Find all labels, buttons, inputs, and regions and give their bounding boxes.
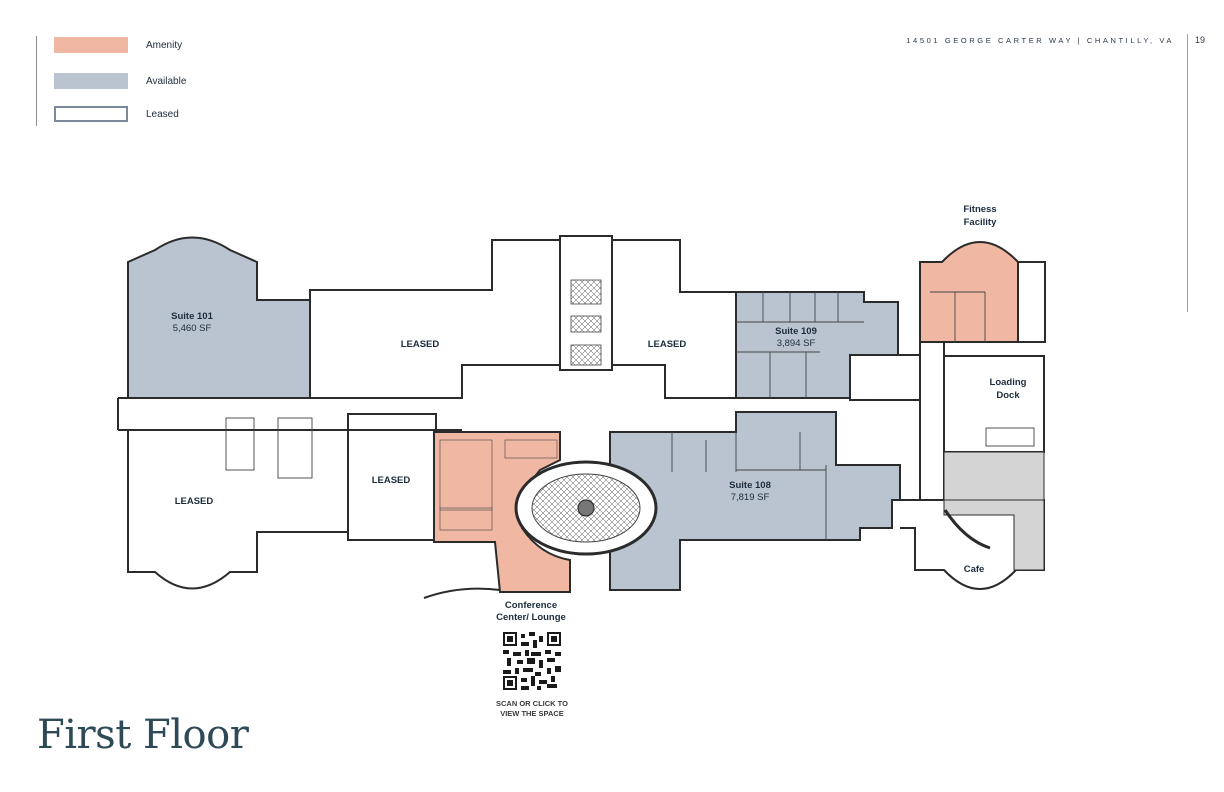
- fitness-label-line1: Fitness: [963, 204, 996, 215]
- suite-101-name: Suite 101: [171, 311, 213, 322]
- legend-leased-label: Leased: [146, 108, 179, 120]
- leased-north-right-label: LEASED: [648, 339, 687, 350]
- page-number: 19: [1195, 35, 1206, 45]
- legend-available: Available: [54, 72, 186, 90]
- east-service-core: [849, 354, 921, 401]
- suite-108-area-sf: 7,819 SF: [731, 492, 770, 503]
- conference-label-line2: Center/ Lounge: [496, 612, 566, 623]
- east-leased-wing: [1018, 261, 1046, 343]
- leased-swatch: [54, 106, 128, 122]
- page-accent-rule: [1187, 34, 1188, 312]
- leased-north-center-area: [309, 239, 561, 399]
- amenity-swatch: [54, 37, 128, 53]
- leased-north-center-label: LEASED: [401, 339, 440, 350]
- qr-caption-line2: VIEW THE SPACE: [500, 709, 564, 718]
- legend-leased: Leased: [54, 105, 179, 123]
- qr-code[interactable]: [503, 632, 561, 690]
- legend-available-label: Available: [146, 75, 187, 87]
- legend-divider: [36, 36, 37, 126]
- loading-label-line1: Loading: [990, 377, 1027, 388]
- qr-caption: SCAN OR CLICK TO VIEW THE SPACE: [470, 699, 594, 719]
- leased-west-area: [127, 430, 349, 590]
- legend-amenity: Amenity: [54, 36, 182, 54]
- available-swatch: [54, 73, 128, 89]
- cafe-label: Cafe: [964, 564, 985, 575]
- suite-101-area-sf: 5,460 SF: [173, 323, 212, 334]
- entry-canopy: [423, 587, 501, 599]
- north-tower: [559, 235, 613, 371]
- fitness-label-line2: Facility: [964, 217, 997, 228]
- qr-caption-line1: SCAN OR CLICK TO: [496, 699, 568, 708]
- conference-label-line1: Conference: [505, 600, 557, 611]
- page-title: First Floor: [37, 712, 249, 758]
- loading-label-line2: Dock: [996, 390, 1020, 401]
- suite-109-area-sf: 3,894 SF: [777, 338, 816, 349]
- leased-west-label: LEASED: [175, 496, 214, 507]
- suite-109-area: [735, 291, 899, 399]
- property-address: 14501 GEORGE CARTER WAY | CHANTILLY, VA: [906, 36, 1174, 45]
- legend-amenity-label: Amenity: [146, 39, 183, 51]
- suite-101-area: [127, 236, 311, 399]
- leased-north-right-area: [612, 239, 737, 399]
- leased-center-label: LEASED: [372, 475, 411, 486]
- suite-108-name: Suite 108: [729, 480, 771, 491]
- loading-dock-area: [943, 355, 1045, 453]
- suite-108-area: [609, 411, 901, 591]
- suite-109-name: Suite 109: [775, 326, 817, 337]
